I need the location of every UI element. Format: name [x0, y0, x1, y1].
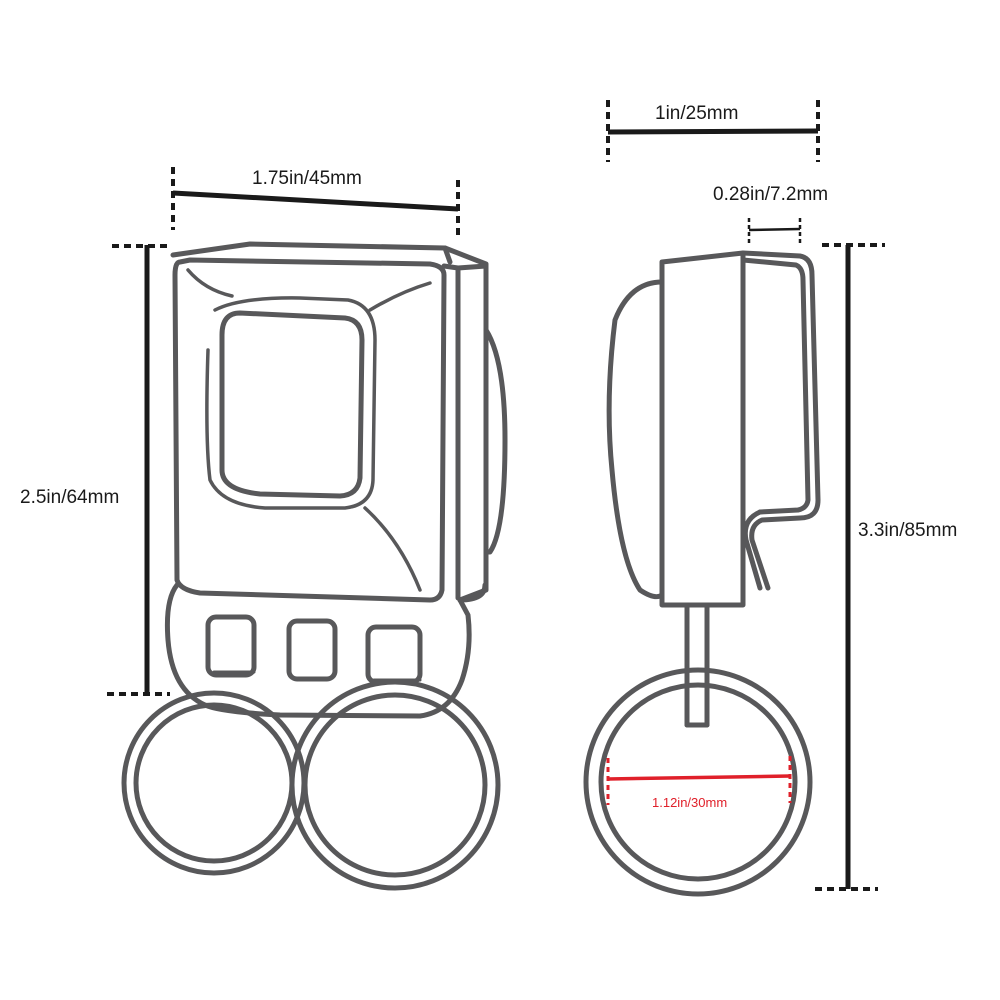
clip-gap-label: 0.28in/7.2mm	[713, 184, 829, 205]
side-depth-label: 1in/25mm	[655, 103, 739, 124]
side-view-device	[606, 250, 821, 728]
side-view-key-ring	[583, 667, 813, 897]
total-height-label: 3.3in/85mm	[858, 520, 958, 541]
front-height-label: 2.5in/64mm	[20, 487, 120, 508]
ring-diameter-dimension	[606, 756, 792, 805]
ring-diameter-label: 1.12in/30mm	[652, 795, 728, 810]
front-width-label: 1.75in/45mm	[252, 168, 362, 189]
front-view-key-rings	[121, 679, 501, 891]
front-view-device	[164, 241, 508, 719]
dimension-lines	[107, 100, 885, 891]
